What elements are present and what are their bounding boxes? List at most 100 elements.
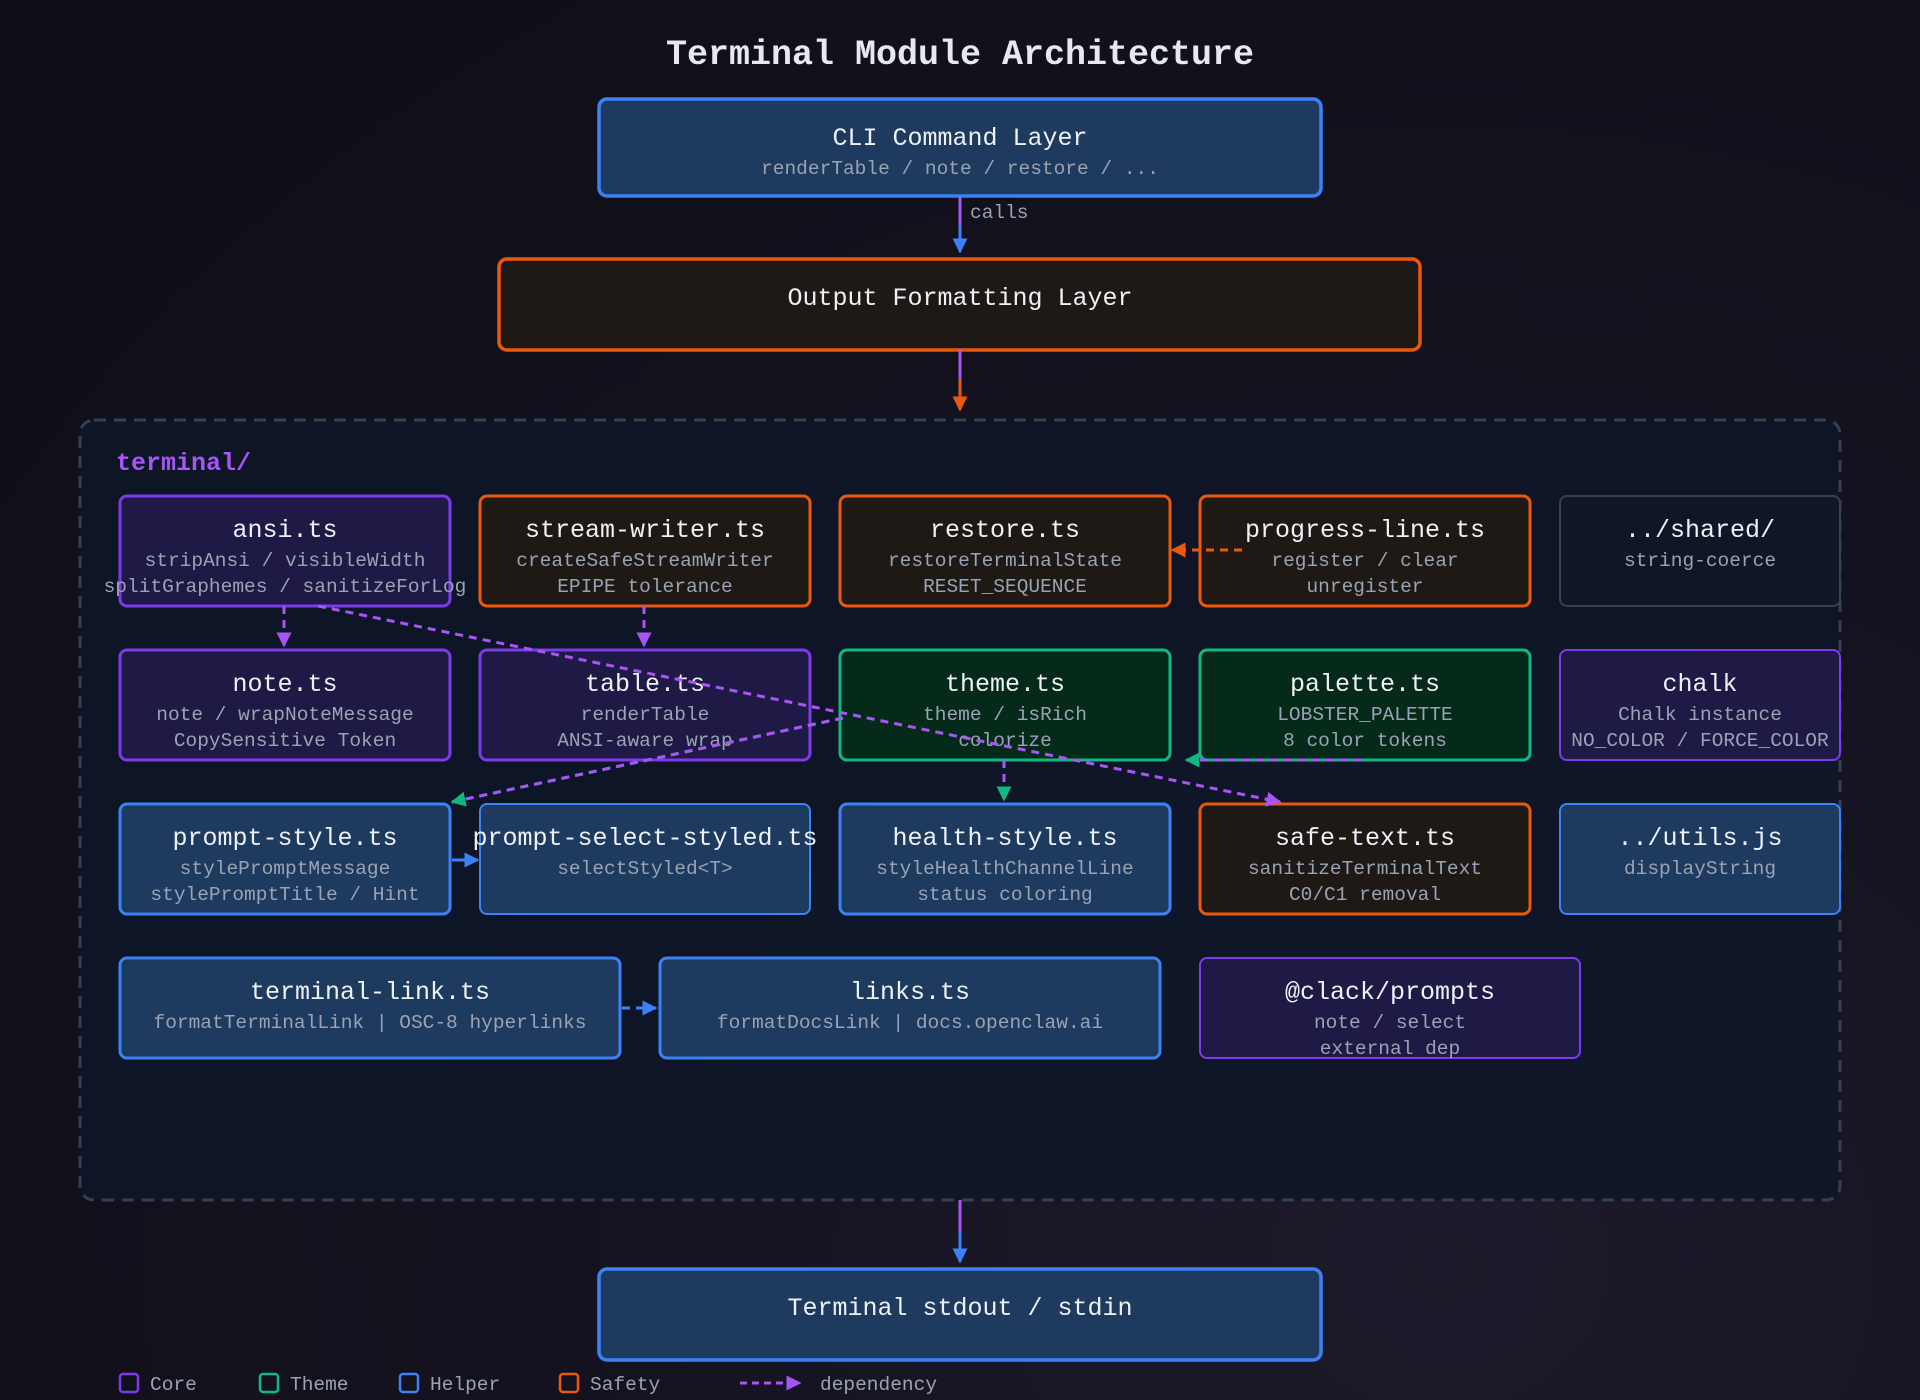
module-detail-utils: displayString	[1624, 858, 1776, 880]
module-node-links: links.ts formatDocsLink | docs.openclaw.a…	[658, 956, 1162, 1060]
module-detail-progress: register / clear	[1271, 550, 1458, 572]
module-detail-restore: RESET_SEQUENCE	[923, 576, 1087, 598]
module-node-note: note.ts note / wrapNoteMessageCopySensiti…	[118, 648, 452, 762]
module-detail-stream: createSafeStreamWriter	[516, 550, 773, 572]
module-detail-ansi: stripAnsi / visibleWidth	[145, 550, 426, 572]
diagram-title: Terminal Module Architecture	[666, 35, 1254, 75]
legend-swatch	[118, 1372, 140, 1394]
module-title-health: health-style.ts	[892, 824, 1117, 853]
module-node-ansi: ansi.ts stripAnsi / visibleWidth splitGrap…	[104, 494, 467, 608]
module-node-pselect: prompt-select-styled.ts selectStyled<T>	[472, 803, 818, 915]
module-title-shared: ../shared/	[1625, 516, 1775, 545]
module-detail-health: styleHealthChannelLine	[876, 858, 1133, 880]
terminal-stdout-node: Terminal stdout / stdin	[597, 1267, 1323, 1362]
legend-swatch	[258, 1372, 280, 1394]
edge-theme-to-prompt-style-head	[450, 716, 844, 807]
module-box-note	[118, 648, 452, 762]
module-box-chalk	[1559, 649, 1841, 761]
module-detail-theme: theme / isRich	[923, 704, 1087, 726]
edge-label-calls: calls	[970, 202, 1029, 224]
module-detail-table: ANSI-aware wrap	[557, 730, 733, 752]
legend-label: dependency	[820, 1374, 937, 1396]
cli-node-subtitle: renderTable / note / restore / ...	[761, 158, 1159, 180]
module-title-theme: theme.ts	[945, 670, 1065, 699]
module-node-theme: theme.ts theme / isRich colorize	[838, 648, 1172, 762]
module-node-stream: stream-writer.tscreateSafeStreamWriterEP…	[478, 494, 812, 608]
module-box-palette	[1198, 648, 1532, 762]
stdout-node-title: Terminal stdout / stdin	[787, 1294, 1132, 1323]
cluster-label: terminal/	[116, 449, 251, 478]
legend-item-helper: Helper	[398, 1372, 500, 1396]
legend-swatch	[558, 1372, 580, 1394]
module-box-clack	[1199, 957, 1581, 1059]
module-box-restore	[838, 494, 1172, 608]
module-detail-links: formatDocsLink | docs.openclaw.ai	[717, 1012, 1103, 1034]
module-detail-palette: LOBSTER_PALETTE	[1277, 704, 1453, 726]
module-box-health	[838, 802, 1172, 916]
module-node-progress: progress-line.ts register / clear unregist…	[1198, 494, 1532, 608]
module-detail-ansi: splitGraphemes / sanitizeForLog	[104, 576, 467, 598]
module-detail-restore: restoreTerminalState	[888, 550, 1122, 572]
module-node-shared: ../shared/string-coerce	[1559, 495, 1841, 607]
module-detail-safe: C0/C1 removal	[1289, 884, 1441, 906]
module-detail-progress: unregister	[1306, 576, 1423, 598]
module-detail-table: renderTable	[581, 704, 710, 726]
module-title-table: table.ts	[585, 670, 705, 699]
module-node-health: health-style.ts styleHealthChannelLine sta…	[838, 802, 1172, 916]
module-title-clack: @clack/prompts	[1285, 978, 1495, 1007]
module-title-ansi: ansi.ts	[232, 516, 337, 545]
module-title-progress: progress-line.ts	[1245, 516, 1485, 545]
module-box-pselect	[479, 803, 811, 915]
module-title-utils: ../utils.js	[1617, 824, 1782, 853]
edge-cli-to-output: calls	[952, 197, 1029, 254]
dependency-edges	[276, 542, 1362, 1016]
module-node-utils: ../utils.js displayString	[1559, 803, 1841, 915]
module-detail-note: note / wrapNoteMessage	[156, 704, 413, 726]
module-box-pstyle	[118, 802, 452, 916]
output-node-title: Output Formatting Layer	[787, 284, 1132, 313]
module-title-links: links.ts	[850, 978, 970, 1007]
module-node-pstyle: prompt-style.ts stylePromptMessage stylePr…	[118, 802, 452, 916]
module-box-shared	[1559, 495, 1841, 607]
module-detail-health: status coloring	[917, 884, 1093, 906]
module-detail-shared: string-coerce	[1624, 550, 1776, 572]
legend-item-dependency: dependency	[740, 1374, 937, 1396]
edge-ansi-to-safe-text	[317, 604, 1282, 807]
module-detail-note: CopySensitive Token	[174, 730, 396, 752]
legend-item-theme: Theme	[258, 1372, 349, 1396]
legend-item-core: Core	[118, 1372, 197, 1396]
module-detail-pstyle: stylePromptTitle / Hint	[150, 884, 419, 906]
module-detail-tlink: formatTerminalLink | OSC-8 hyperlinks	[154, 1012, 587, 1034]
legend-swatch	[398, 1372, 420, 1394]
module-detail-chalk: NO_COLOR / FORCE_COLOR	[1571, 730, 1829, 752]
module-box-safe	[1198, 802, 1532, 916]
module-box-tlink	[118, 956, 622, 1060]
module-title-note: note.ts	[232, 670, 337, 699]
module-nodes: ansi.ts stripAnsi / visibleWidth splitGrap…	[104, 494, 1841, 1060]
output-formatting-layer-node: Output Formatting Layer	[497, 257, 1422, 352]
module-title-pstyle: prompt-style.ts	[172, 824, 397, 853]
module-title-tlink: terminal-link.ts	[250, 978, 490, 1007]
module-box-links	[658, 956, 1162, 1060]
cli-command-layer-node: CLI Command Layer renderTable / note / r…	[597, 97, 1323, 198]
module-detail-clack: external dep	[1320, 1038, 1460, 1060]
cli-node-title: CLI Command Layer	[832, 124, 1087, 153]
module-title-safe: safe-text.ts	[1275, 824, 1455, 853]
module-detail-palette: 8 color tokens	[1283, 730, 1447, 752]
module-detail-theme: colorize	[958, 730, 1052, 752]
legend: Core Theme Helper Safety dependency	[118, 1372, 937, 1396]
module-title-restore: restore.ts	[930, 516, 1080, 545]
module-title-chalk: chalk	[1662, 670, 1737, 699]
module-detail-pselect: selectStyled<T>	[557, 858, 733, 880]
module-detail-safe: sanitizeTerminalText	[1248, 858, 1482, 880]
module-node-restore: restore.ts restoreTerminalStateRESET_SEQU…	[838, 494, 1172, 608]
module-detail-pstyle: stylePromptMessage	[180, 858, 391, 880]
module-title-pselect: prompt-select-styled.ts	[472, 824, 817, 853]
module-box-utils	[1559, 803, 1841, 915]
legend-label: Safety	[590, 1374, 661, 1396]
